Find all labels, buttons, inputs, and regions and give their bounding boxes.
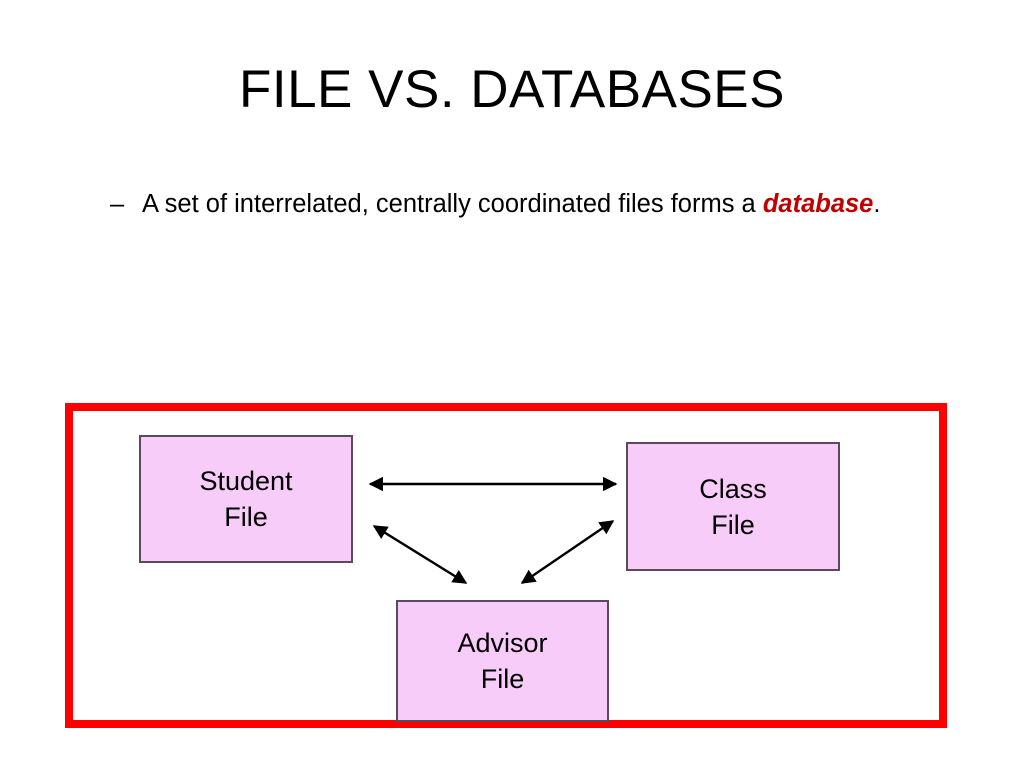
box-advisor-line2: File: [480, 664, 525, 694]
bullet-text-after: .: [873, 190, 881, 218]
page-title: FILE VS. DATABASES: [238, 60, 786, 119]
keyword-database: database: [762, 190, 874, 218]
connector-class-advisor: [520, 520, 615, 584]
box-student-line1: Student: [199, 466, 293, 496]
diagram-box-advisor-file[interactable]: Advisor File: [396, 600, 609, 722]
diagram-box-student-file[interactable]: Student File: [139, 435, 353, 563]
box-student-line2: File: [224, 502, 268, 532]
connector-student-advisor: [372, 524, 468, 585]
bullet-item-text: A set of interrelated, centrally coordin…: [142, 186, 930, 223]
box-class-line2: File: [711, 509, 755, 540]
bullet-text-before: A set of interrelated, centrally coordin…: [142, 190, 763, 218]
diagram-canvas: Student File Class File Advisor File: [73, 411, 955, 736]
database-diagram-frame: Student File Class File Advisor File: [65, 403, 947, 728]
diagram-box-class-file[interactable]: Class File: [626, 442, 840, 571]
bullet-item: – A set of interrelated, centrally coord…: [110, 186, 930, 223]
bullet-list: – A set of interrelated, centrally coord…: [110, 186, 930, 223]
box-class-line1: Class: [699, 473, 767, 504]
box-advisor-line1: Advisor: [457, 628, 548, 658]
bullet-dash-icon: –: [110, 190, 125, 218]
